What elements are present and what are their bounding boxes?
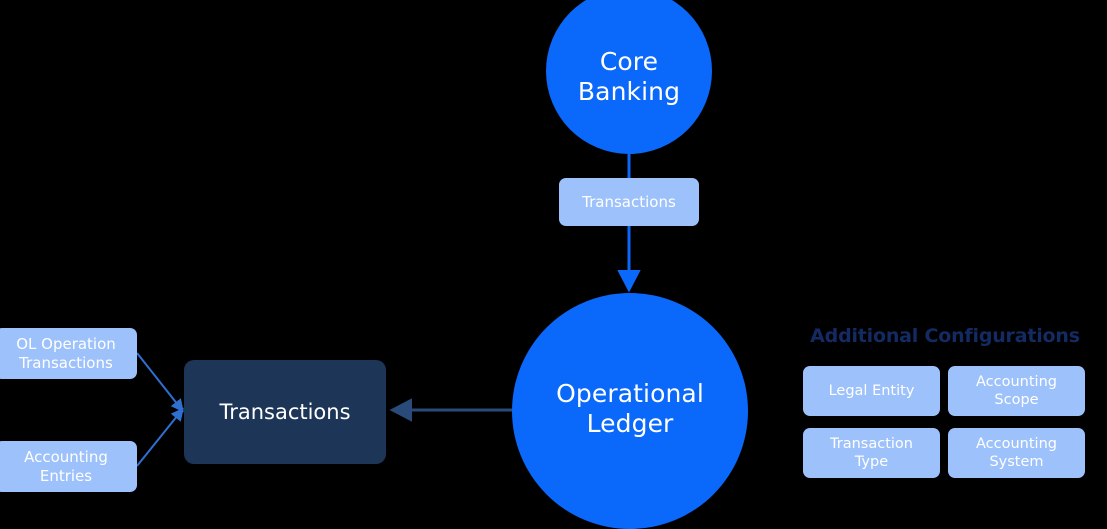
input-ol-operation-transactions-label: OL Operation Transactions bbox=[16, 334, 116, 372]
config-chip-accounting-system[interactable]: Accounting System bbox=[948, 428, 1085, 478]
node-operational-ledger[interactable]: Operational Ledger bbox=[512, 293, 748, 529]
node-operational-ledger-label: Operational Ledger bbox=[556, 378, 704, 439]
additional-configurations-panel: Additional Configurations Legal Entity A… bbox=[803, 325, 1087, 480]
node-transactions-box-label: Transactions bbox=[219, 400, 351, 424]
input-accounting-entries[interactable]: Accounting Entries bbox=[0, 441, 137, 492]
node-core-banking-label: Core Banking bbox=[577, 46, 681, 107]
config-chip-accounting-scope[interactable]: Accounting Scope bbox=[948, 366, 1085, 416]
config-chip-legal-entity[interactable]: Legal Entity bbox=[803, 366, 940, 416]
config-chip-legal-entity-label: Legal Entity bbox=[828, 382, 915, 399]
edge-ol-operation-to-transactions bbox=[136, 352, 184, 413]
node-core-banking[interactable]: Core Banking bbox=[546, 0, 712, 154]
edge-label-transactions[interactable]: Transactions bbox=[559, 178, 699, 226]
config-chip-transaction-type-label: Transaction Type bbox=[830, 435, 913, 470]
config-chip-transaction-type[interactable]: Transaction Type bbox=[803, 428, 940, 478]
input-accounting-entries-label: Accounting Entries bbox=[24, 447, 108, 485]
additional-configurations-title: Additional Configurations bbox=[810, 325, 1080, 347]
edge-accounting-entries-to-transactions bbox=[136, 407, 184, 467]
config-chip-accounting-system-label: Accounting System bbox=[976, 435, 1057, 470]
edge-label-transactions-text: Transactions bbox=[582, 192, 676, 211]
input-ol-operation-transactions[interactable]: OL Operation Transactions bbox=[0, 328, 137, 379]
node-transactions-box[interactable]: Transactions bbox=[184, 360, 386, 464]
config-chip-accounting-scope-label: Accounting Scope bbox=[976, 373, 1057, 408]
